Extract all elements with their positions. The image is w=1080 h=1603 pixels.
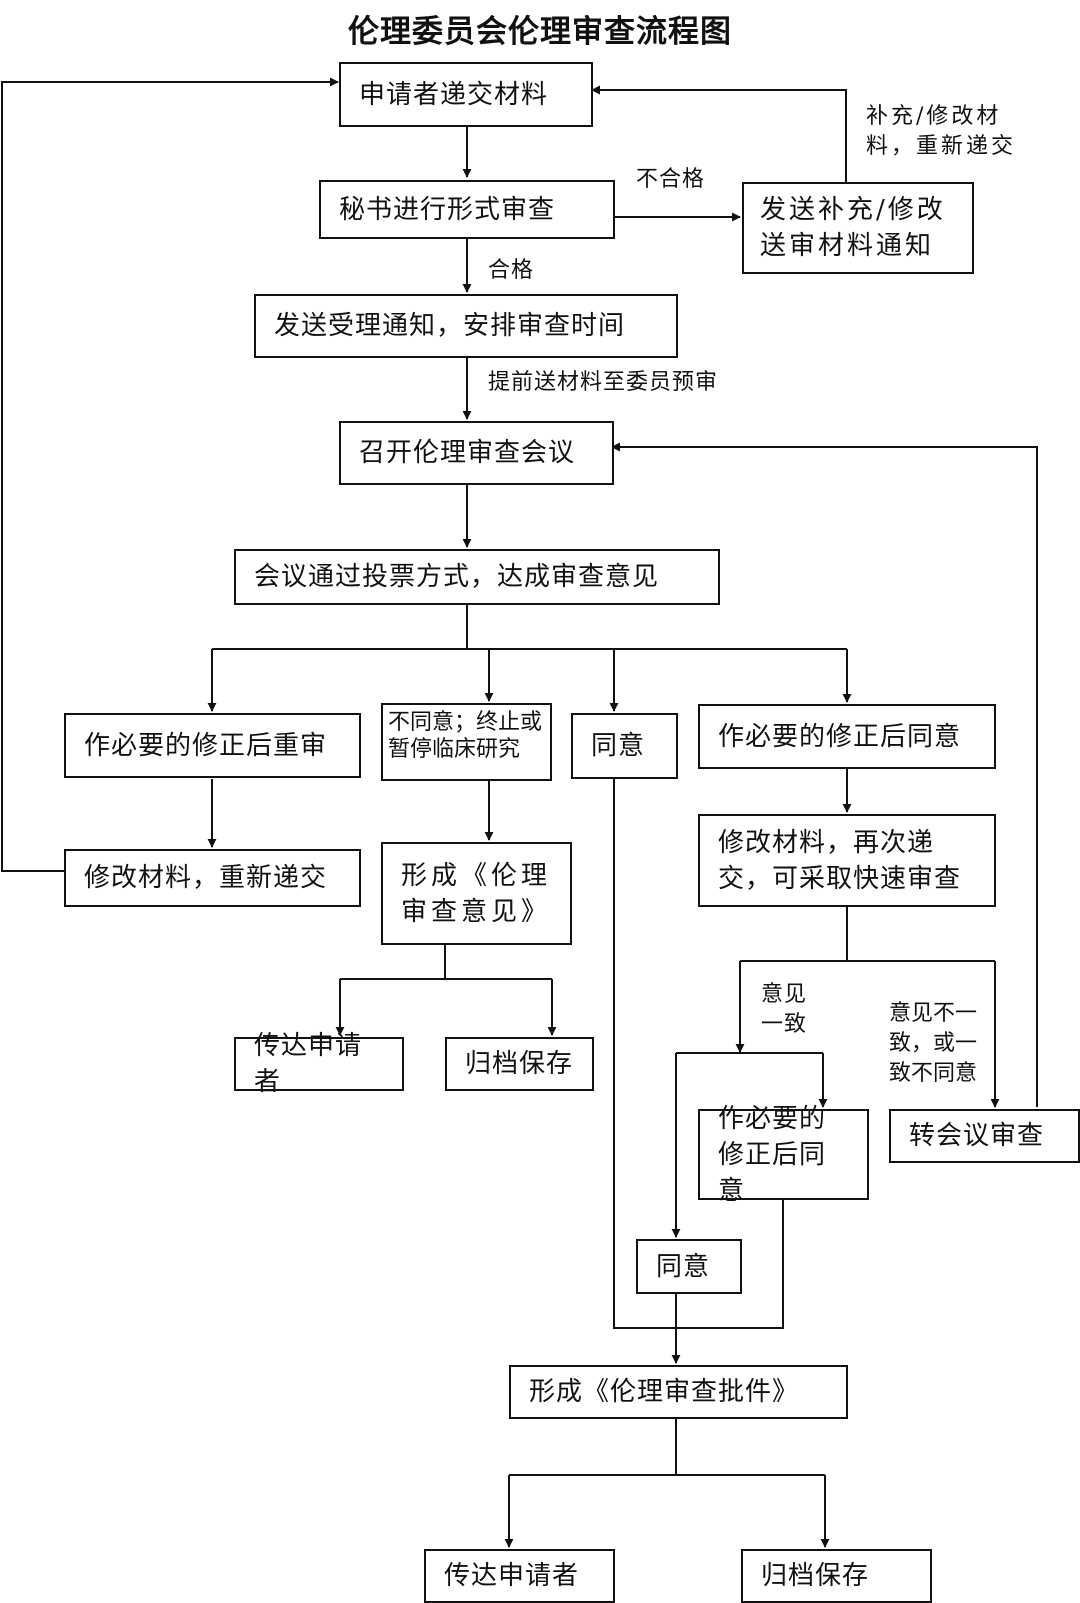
box-archive-1-text: 归档保存 [465,1049,574,1079]
box-accept-notice: 发送受理通知，安排审查时间 [254,294,678,358]
box-agree-2-text: 同意 [656,1251,711,1282]
box-modify-resubmit: 修改材料，重新递交 [64,849,361,907]
label-inconsistent: 意见不一致，或一致不同意 [889,999,995,1089]
opinion-branch-bus [340,944,552,980]
box-vote-opinion-text: 会议通过投票方式，达成审查意见 [254,562,660,592]
approval-collect-bus [613,778,784,1329]
box-agree-text: 同意 [591,731,646,761]
box-form-approval-text: 形成《伦理审查批件》 [529,1377,800,1407]
label-supplement-resubmit: 补充/修改材料，重新递交 [866,102,1026,162]
box-supplement-notice: 发送补充/修改送审材料通知 [742,182,974,274]
box-submit-materials: 申请者递交材料 [339,62,593,127]
box-notify-applicant-1: 传达申请者 [234,1031,404,1097]
box-disagree-terminate-text: 不同意；终止或暂停临床研究 [388,710,543,762]
label-qualified: 合格 [488,256,534,286]
label-qualified-text: 合格 [488,258,535,283]
box-revise-agree: 作必要的修正后同意 [698,704,996,769]
box-modify-fast-review: 修改材料，再次递交，可采取快速审查 [698,814,996,907]
label-inconsistent-text: 意见不一致，或一致不同意 [889,1001,978,1086]
box-notify-applicant-2-text: 传达申请者 [444,1561,580,1591]
arrow-resubmit-to-submit [1,77,339,872]
vote-branch-bus [212,604,847,650]
box-agree-2: 同意 [636,1239,742,1294]
box-form-opinion: 形成《伦理审查意见》 [381,842,572,945]
label-unqualified-text: 不合格 [636,167,706,192]
box-archive-2-text: 归档保存 [761,1561,870,1591]
label-consistent: 意见一致 [761,980,813,1040]
arrow-supplement-to-submit [591,85,847,182]
box-formal-review: 秘书进行形式审查 [319,180,615,239]
box-accept-notice-text: 发送受理通知，安排审查时间 [274,311,626,341]
box-agree: 同意 [571,713,678,779]
box-revise-agree-text: 作必要的修正后同意 [718,721,962,752]
box-revise-rereview-text: 作必要的修正后重审 [84,730,328,761]
box-archive-1: 归档保存 [445,1037,594,1091]
arrow-to-meeting-feedback [611,442,1038,1107]
box-form-approval: 形成《伦理审查批件》 [509,1365,848,1419]
modify-branch-bus [740,906,995,962]
label-preview: 提前送材料至委员预审 [488,368,718,398]
box-ethics-meeting: 召开伦理审查会议 [339,421,614,485]
box-ethics-meeting-text: 召开伦理审查会议 [359,438,576,468]
box-modify-fast-review-text: 修改材料，再次递交，可采取快速审查 [718,827,962,894]
box-supplement-notice-text: 发送补充/修改送审材料通知 [760,195,946,261]
box-notify-applicant-2: 传达申请者 [424,1549,615,1603]
box-vote-opinion: 会议通过投票方式，达成审查意见 [234,549,720,605]
label-unqualified: 不合格 [636,165,705,195]
box-form-opinion-text: 形成《伦理审查意见》 [401,860,552,927]
label-consistent-text: 意见一致 [761,982,808,1037]
box-notify-applicant-1-text: 传达申请者 [254,1031,363,1097]
box-formal-review-text: 秘书进行形式审查 [339,194,556,225]
box-submit-materials-text: 申请者递交材料 [359,79,549,110]
box-revise-rereview: 作必要的修正后重审 [64,713,361,778]
box-revise-agree-2-text: 作必要的修正后同意 [718,1103,827,1206]
box-disagree-terminate: 不同意；终止或暂停临床研究 [381,703,552,781]
box-archive-2: 归档保存 [741,1549,932,1603]
box-to-meeting-review-text: 转会议审查 [909,1121,1045,1151]
box-to-meeting-review: 转会议审查 [889,1109,1080,1163]
chart-title: 伦理委员会伦理审查流程图 [348,14,732,50]
label-supplement-resubmit-text: 补充/修改材料，重新递交 [866,104,1017,159]
box-revise-agree-2: 作必要的修正后同意 [698,1104,869,1206]
approval-branch-bus [509,1418,825,1476]
box-modify-resubmit-text: 修改材料，重新递交 [84,863,328,893]
label-preview-text: 提前送材料至委员预审 [488,370,719,395]
